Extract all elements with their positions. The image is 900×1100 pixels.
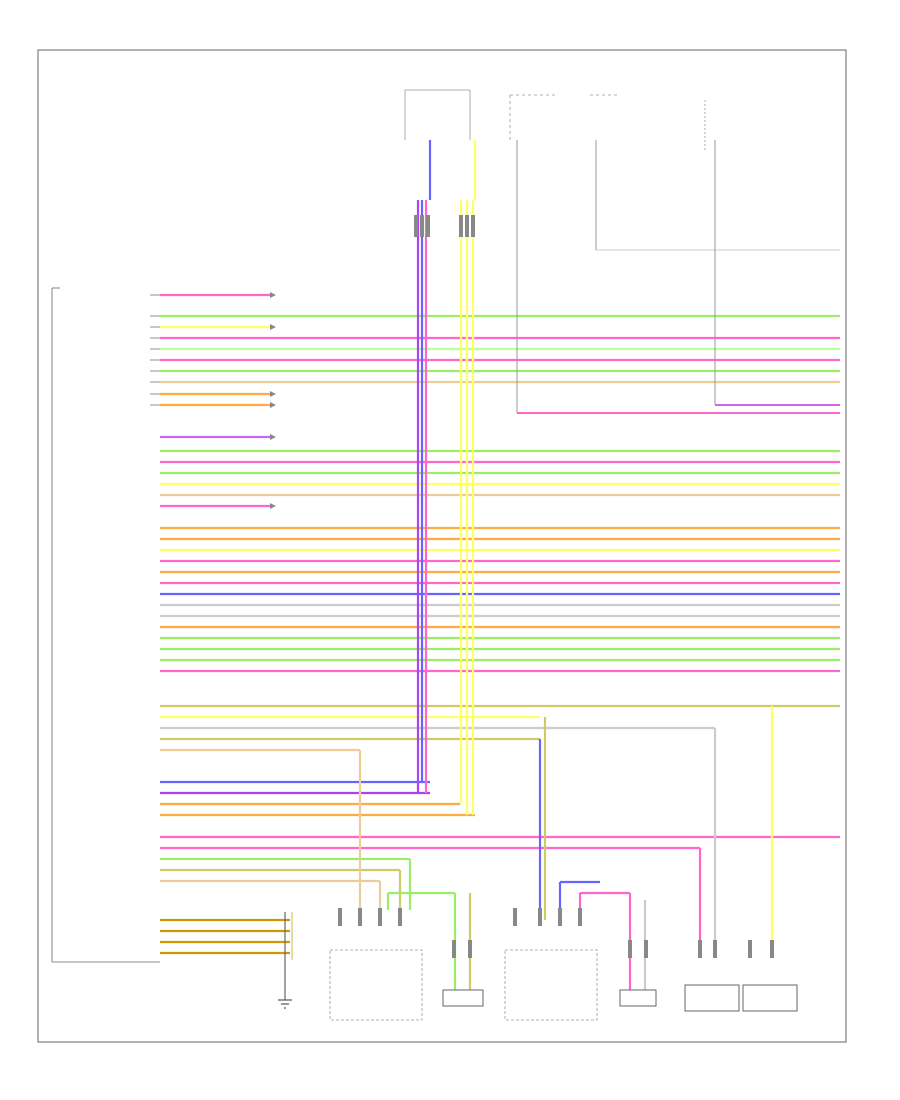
connector-pin [420,215,424,237]
right-rear-tweeter [619,989,657,1007]
connector-pin [426,215,430,237]
top-component-2 [509,94,620,140]
module-bracket [51,287,160,963]
splice-markers [270,292,276,509]
connector-pin [459,215,463,237]
top-component-1 [404,89,471,140]
vertical-wires [284,140,774,1000]
wire-group-upper [160,293,840,508]
connector-pin [414,215,418,237]
right-rear-speaker-box [504,949,598,1021]
bottom-terminal-pins [338,908,774,958]
connector-pin [465,215,469,237]
connector-pin [471,215,475,237]
left-terminal-ticks [150,294,160,406]
left-rear-speaker-box [329,949,423,1021]
connector-blocks [414,215,475,237]
left-rear-tweeter [442,989,484,1007]
ground-symbol [278,999,292,1009]
subwoofer-box [684,984,798,1012]
diagram-frame [37,49,847,1043]
wire-group-lower [160,704,840,955]
wire-group-right-top [517,249,840,414]
wire-group-middle [160,526,840,673]
